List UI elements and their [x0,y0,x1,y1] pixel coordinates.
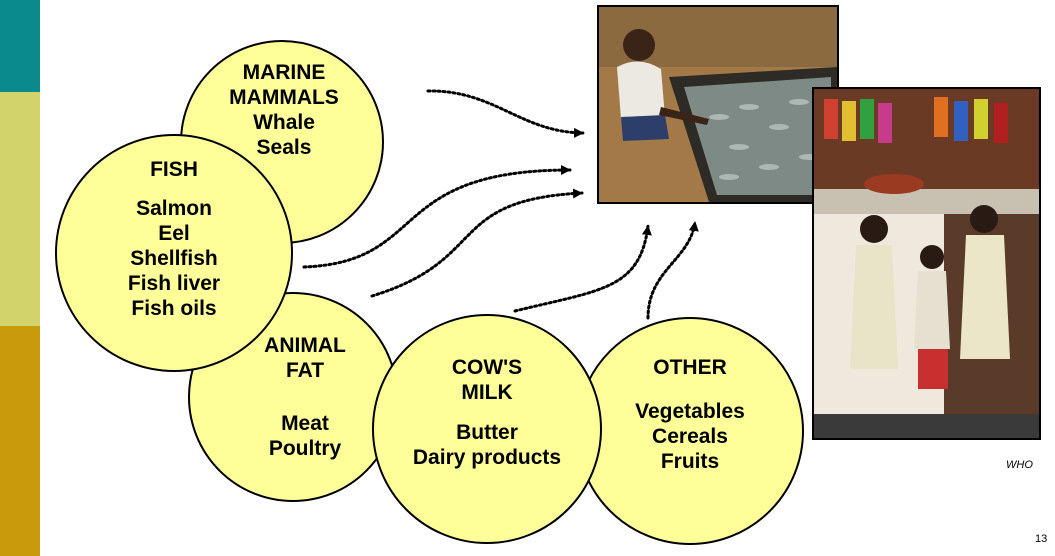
marine-mammals-text: MARINE MAMMALS Whale Seals [229,60,339,160]
arrow-cows-milk [515,226,648,311]
animal-fat-text: ANIMAL FAT Meat Poultry [247,333,363,461]
marine-mammals-item: Whale [229,110,339,135]
cows-milk-title-line-2: MILK [407,380,567,405]
arrow-other [648,222,695,318]
fish-market-photo-image [599,7,837,202]
other-item: Cereals [611,424,769,449]
other-title: OTHER [611,355,769,380]
cows-milk-title-line-1: COW'S [407,355,567,380]
fish-title: FISH [104,157,244,182]
cows-milk-text: COW'S MILK Butter Dairy products [407,355,567,470]
other-item: Fruits [611,449,769,474]
marine-mammals-item: Seals [229,135,339,160]
photo-credit: WHO [1006,459,1033,471]
animal-fat-item: Poultry [247,436,363,461]
fish-item: Salmon [104,196,244,221]
animal-fat-title-line-1: ANIMAL [247,333,363,358]
side-bar-gold [0,326,40,556]
fish-item: Fish oils [104,296,244,321]
side-bar-lime [0,92,40,326]
other-item: Vegetables [611,399,769,424]
arrow-marine-mammals [428,91,583,133]
market-children-photo-image [814,89,1039,438]
cows-milk-item: Dairy products [407,445,567,470]
marine-mammals-title-line-1: MARINE [229,60,339,85]
arrow-animal-fat [372,193,582,296]
fish-item: Fish liver [104,271,244,296]
side-bar-teal [0,0,40,92]
cows-milk-item: Butter [407,420,567,445]
fish-market-photo [597,5,839,204]
other-text: OTHER Vegetables Cereals Fruits [611,355,769,474]
animal-fat-title-line-2: FAT [247,358,363,383]
fish-item: Eel [104,221,244,246]
page-number: 13 [1035,533,1047,545]
animal-fat-item: Meat [247,411,363,436]
market-children-photo [812,87,1041,440]
fish-text: FISH Salmon Eel Shellfish Fish liver Fis… [104,157,244,321]
marine-mammals-title-line-2: MAMMALS [229,85,339,110]
fish-item: Shellfish [104,246,244,271]
